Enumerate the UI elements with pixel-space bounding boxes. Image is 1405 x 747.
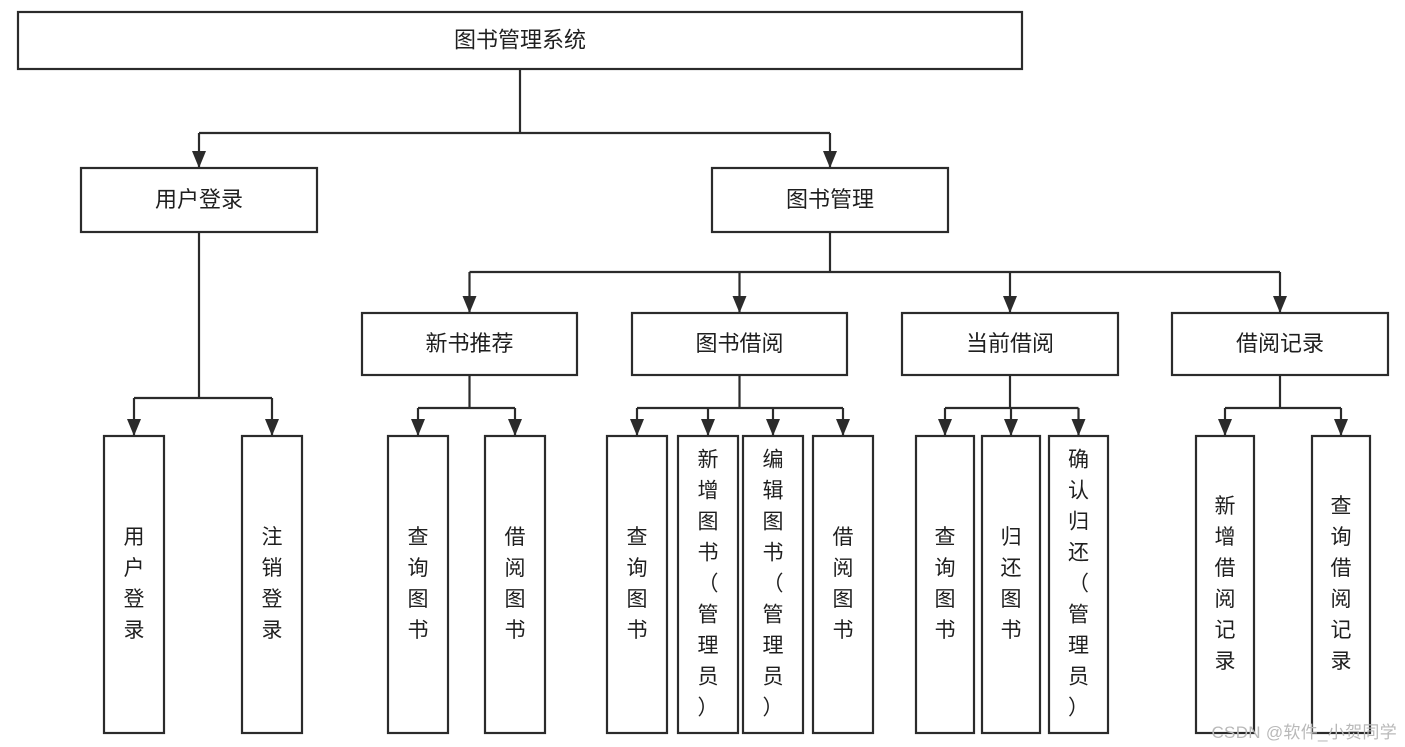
- node-borrow-record-label: 借阅记录: [1236, 331, 1324, 356]
- node-new-book-recommend-label: 新书推荐: [425, 331, 513, 356]
- node-leaf-add-book-admin-rect: [676, 434, 740, 735]
- node-book-management-rect: [710, 166, 950, 234]
- node-leaf-borrow-book-1-rect: [483, 434, 547, 735]
- node-leaf-query-book-2-label: 查询图书: [627, 526, 648, 642]
- connector-arrowhead-icon: [1273, 296, 1287, 313]
- node-leaf-borrow-book-1-label: 借阅图书: [505, 526, 526, 642]
- connector-arrowhead-icon: [823, 151, 837, 168]
- node-current-borrow[interactable]: 当前借阅: [900, 311, 1120, 377]
- connector-arrowhead-icon: [265, 419, 279, 436]
- node-leaf-add-borrow-record-label: 新增借阅记录: [1215, 495, 1236, 673]
- node-new-book-recommend[interactable]: 新书推荐: [360, 311, 579, 377]
- node-root-system[interactable]: 图书管理系统: [16, 10, 1024, 71]
- node-current-borrow-rect: [900, 311, 1120, 377]
- node-leaf-logout[interactable]: 注销登录: [240, 434, 304, 735]
- node-leaf-edit-book-admin-rect: [741, 434, 805, 735]
- node-user-login-rect: [79, 166, 319, 234]
- node-leaf-add-borrow-record-rect: [1194, 434, 1256, 735]
- node-leaf-add-book-admin-label: 新增图书（管理员）: [698, 449, 719, 720]
- node-leaf-query-borrow-record-rect: [1310, 434, 1372, 735]
- node-leaf-confirm-return-admin-label: 确认归还（管理员）: [1068, 449, 1089, 720]
- node-leaf-query-book-1[interactable]: 查询图书: [386, 434, 450, 735]
- watermark-text: CSDN @软件_小贺同学: [1211, 723, 1397, 742]
- connector-layer: [127, 69, 1348, 436]
- node-book-management[interactable]: 图书管理: [710, 166, 950, 234]
- node-leaf-edit-book-admin[interactable]: 编辑图书（管理员）: [741, 434, 805, 735]
- node-leaf-return-book-label: 归还图书: [1001, 526, 1022, 642]
- connector-arrowhead-icon: [1004, 419, 1018, 436]
- node-leaf-borrow-book-2-label: 借阅图书: [833, 526, 854, 642]
- node-new-book-recommend-rect: [360, 311, 579, 377]
- node-leaf-borrow-book-1[interactable]: 借阅图书: [483, 434, 547, 735]
- node-leaf-query-book-3[interactable]: 查询图书: [914, 434, 976, 735]
- node-leaf-query-book-1-label: 查询图书: [408, 526, 429, 642]
- connector-arrowhead-icon: [630, 419, 644, 436]
- node-leaf-query-book-3-rect: [914, 434, 976, 735]
- connector-arrowhead-icon: [127, 419, 141, 436]
- node-user-login-label: 用户登录: [155, 187, 243, 212]
- node-root-system-rect: [16, 10, 1024, 71]
- node-leaf-user-login-rect: [102, 434, 166, 735]
- node-borrow-record[interactable]: 借阅记录: [1170, 311, 1390, 377]
- connector-arrowhead-icon: [766, 419, 780, 436]
- node-leaf-query-borrow-record-label: 查询借阅记录: [1331, 495, 1352, 673]
- connector-arrowhead-icon: [411, 419, 425, 436]
- connector-arrowhead-icon: [836, 419, 850, 436]
- node-layer: 图书管理系统用户登录图书管理新书推荐图书借阅当前借阅借阅记录用户登录注销登录查询…: [16, 10, 1390, 735]
- node-root-system-label: 图书管理系统: [454, 27, 586, 52]
- node-leaf-confirm-return-admin[interactable]: 确认归还（管理员）: [1047, 434, 1110, 735]
- node-leaf-confirm-return-admin-rect: [1047, 434, 1110, 735]
- node-leaf-user-login-label: 用户登录: [124, 526, 145, 642]
- node-leaf-edit-book-admin-label: 编辑图书（管理员）: [763, 449, 784, 720]
- node-leaf-return-book[interactable]: 归还图书: [980, 434, 1042, 735]
- node-leaf-logout-label: 注销登录: [262, 526, 283, 642]
- node-leaf-query-borrow-record[interactable]: 查询借阅记录: [1310, 434, 1372, 735]
- node-book-borrow[interactable]: 图书借阅: [630, 311, 849, 377]
- node-leaf-query-book-2[interactable]: 查询图书: [605, 434, 669, 735]
- node-leaf-logout-rect: [240, 434, 304, 735]
- node-leaf-query-book-1-rect: [386, 434, 450, 735]
- connector-arrowhead-icon: [938, 419, 952, 436]
- connector-arrowhead-icon: [508, 419, 522, 436]
- node-book-borrow-label: 图书借阅: [695, 331, 783, 356]
- node-borrow-record-rect: [1170, 311, 1390, 377]
- node-leaf-add-book-admin[interactable]: 新增图书（管理员）: [676, 434, 740, 735]
- node-leaf-borrow-book-2-rect: [811, 434, 875, 735]
- connector-arrowhead-icon: [192, 151, 206, 168]
- node-leaf-return-book-rect: [980, 434, 1042, 735]
- connector-arrowhead-icon: [1003, 296, 1017, 313]
- connector-arrowhead-icon: [701, 419, 715, 436]
- connector-arrowhead-icon: [732, 296, 747, 313]
- node-leaf-borrow-book-2[interactable]: 借阅图书: [811, 434, 875, 735]
- node-leaf-query-book-2-rect: [605, 434, 669, 735]
- node-leaf-query-book-3-label: 查询图书: [935, 526, 956, 642]
- connector-arrowhead-icon: [1334, 419, 1348, 436]
- node-book-management-label: 图书管理: [786, 187, 874, 212]
- connector-arrowhead-icon: [1071, 419, 1086, 436]
- node-leaf-user-login[interactable]: 用户登录: [102, 434, 166, 735]
- node-current-borrow-label: 当前借阅: [966, 331, 1054, 356]
- connector-arrowhead-icon: [462, 296, 477, 313]
- node-book-borrow-rect: [630, 311, 849, 377]
- node-user-login[interactable]: 用户登录: [79, 166, 319, 234]
- node-leaf-add-borrow-record[interactable]: 新增借阅记录: [1194, 434, 1256, 735]
- connector-arrowhead-icon: [1218, 419, 1232, 436]
